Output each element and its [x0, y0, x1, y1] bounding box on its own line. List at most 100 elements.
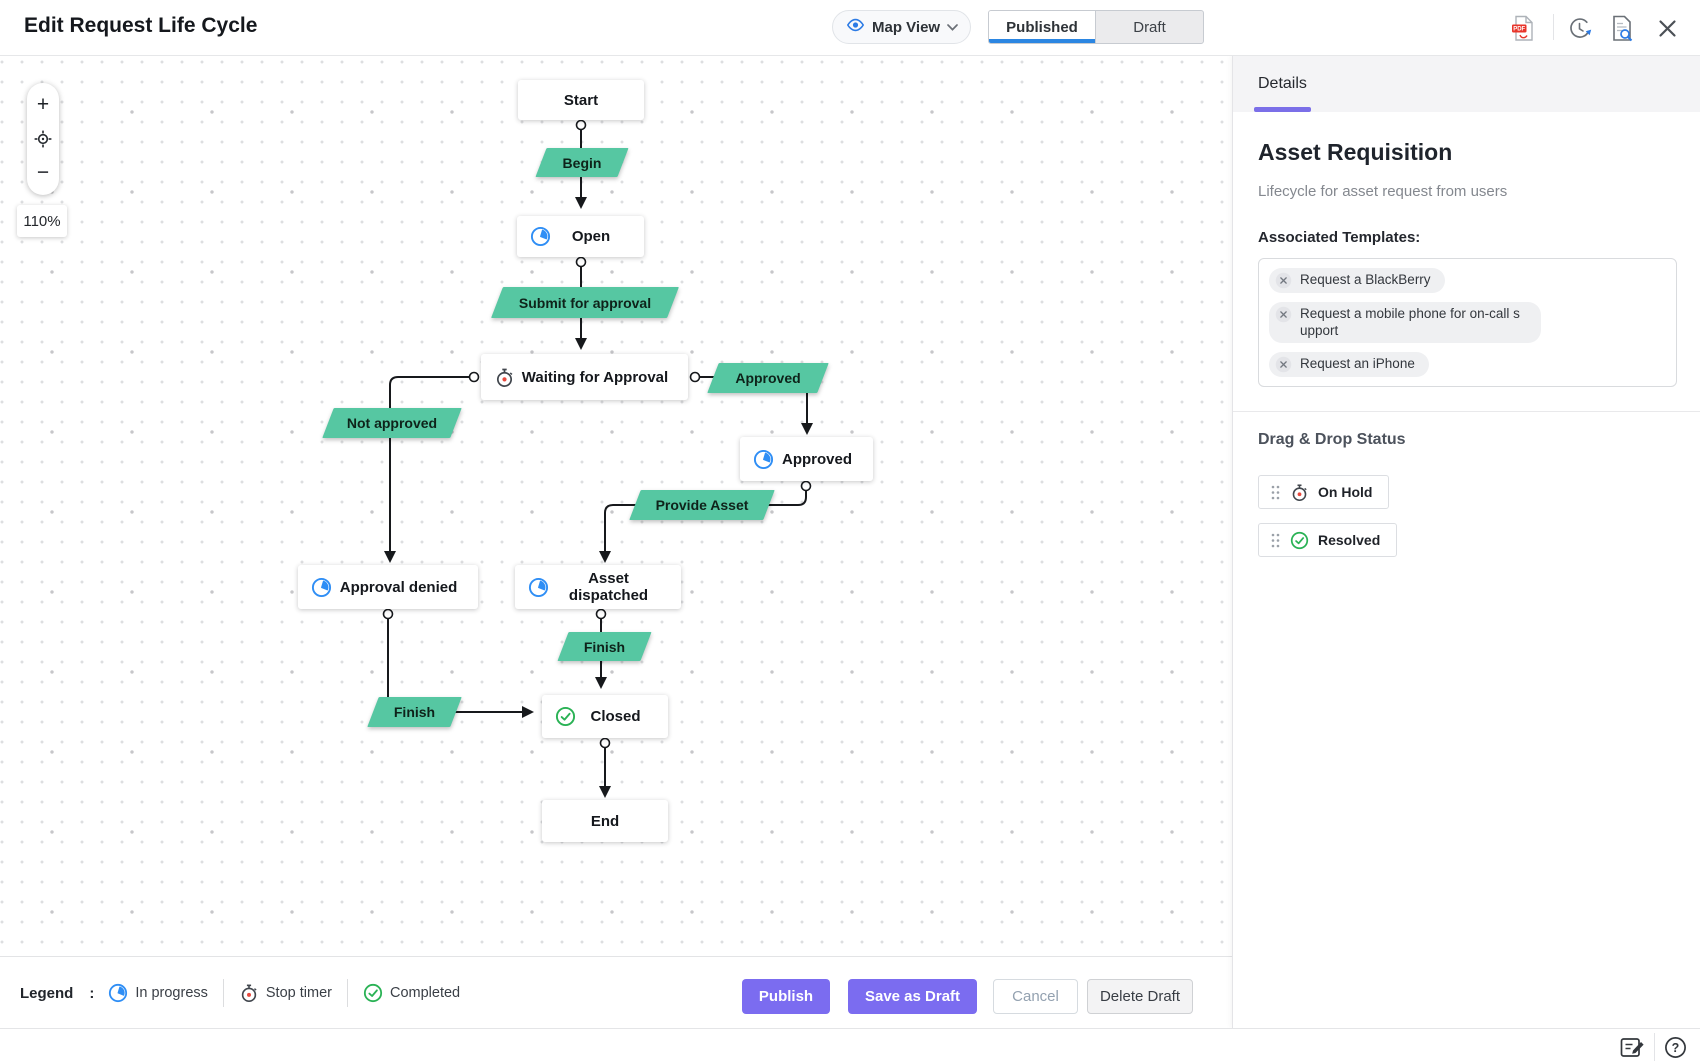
flow-node-asset-dispatched[interactable]: Asset dispatched: [515, 565, 681, 609]
header: Edit Request Life Cycle Map View Publish…: [0, 0, 1700, 56]
completed-icon: [1290, 531, 1309, 549]
drag-status-label: Resolved: [1318, 532, 1381, 548]
stop-timer-icon: [241, 984, 257, 1002]
stop-timer-icon: [1292, 483, 1307, 501]
flow-transition-label: Begin: [562, 154, 602, 171]
tab-details[interactable]: Details: [1254, 56, 1311, 112]
flow-node-label: Approved: [781, 450, 852, 468]
flow-node-open[interactable]: Open: [517, 216, 644, 257]
flow-transition-label: Provide Asset: [655, 497, 749, 513]
edge-origin-dot: [599, 737, 611, 749]
flow-node-start[interactable]: Start: [518, 80, 644, 120]
crosshair-icon: [34, 130, 52, 148]
drag-handle-icon: [1271, 533, 1280, 547]
flow-node-label: End: [590, 812, 620, 830]
flow-transition-label: Finish: [393, 704, 436, 720]
legend-separator: [346, 979, 348, 1007]
template-chip: Request a mobile phone for on-call suppo…: [1269, 302, 1541, 343]
eye-icon: [846, 18, 865, 37]
flow-node-waiting-for-approval[interactable]: Waiting for Approval: [481, 354, 688, 400]
remove-template-button[interactable]: [1275, 356, 1292, 373]
flow-transition-label: Finish: [583, 638, 626, 655]
edge-arrowhead: [575, 197, 587, 209]
panel-divider: [1233, 411, 1700, 412]
flow-node-label: Closed: [590, 708, 641, 725]
svg-text:?: ?: [1671, 1041, 1679, 1055]
cancel-button[interactable]: Cancel: [993, 979, 1078, 1014]
in-progress-icon: [528, 577, 549, 597]
help-icon[interactable]: ?: [1662, 1035, 1688, 1059]
legend-item-in-progress: In progress: [108, 983, 208, 1003]
flow-transition-begin[interactable]: Begin: [541, 148, 623, 177]
history-icon[interactable]: [1565, 14, 1593, 42]
in-progress-icon: [530, 226, 551, 247]
edge-arrowhead: [599, 551, 611, 563]
document-review-icon[interactable]: [1608, 14, 1636, 42]
zoom-out-button[interactable]: −: [36, 161, 50, 184]
svg-text:PDF: PDF: [1513, 26, 1525, 32]
in-progress-icon: [311, 577, 332, 597]
flow-transition-label: Submit for approval: [518, 294, 652, 311]
legend-item-stop-timer: Stop timer: [239, 983, 332, 1003]
lifecycle-title: Asset Requisition: [1258, 139, 1453, 165]
tab-draft[interactable]: Draft: [1133, 18, 1166, 36]
publish-button[interactable]: Publish: [742, 979, 830, 1014]
flow-node-approval-denied[interactable]: Approval denied: [298, 565, 478, 609]
in-progress-icon: [753, 449, 774, 469]
flow-transition-approved-transition[interactable]: Approved: [713, 363, 823, 393]
details-panel: Details Asset Requisition Lifecycle for …: [1232, 56, 1700, 1028]
template-chip-label: Request a mobile phone for on-call suppo…: [1300, 306, 1520, 338]
template-chip-label: Request a BlackBerry: [1300, 272, 1431, 287]
feedback-icon[interactable]: [1619, 1035, 1645, 1059]
panel-tab-bar: Details: [1233, 56, 1700, 112]
remove-template-icon: [1275, 306, 1292, 323]
close-icon[interactable]: [1653, 14, 1681, 42]
flow-transition-label: Not approved: [346, 415, 438, 431]
flow-node-label: Approval denied: [339, 578, 458, 596]
flow-transition-finish-dispatch[interactable]: Finish: [563, 632, 646, 661]
chevron-down-icon: [947, 23, 958, 31]
legend-separator: [222, 979, 224, 1007]
flow-node-approved-status[interactable]: Approved: [740, 437, 873, 481]
remove-template-button[interactable]: [1275, 306, 1292, 323]
toolbar-divider: [1553, 14, 1554, 40]
map-view-selector[interactable]: Map View: [832, 10, 972, 44]
flow-transition-finish-denied[interactable]: Finish: [373, 697, 456, 727]
edge-origin-dot: [468, 371, 480, 383]
flow-node-closed[interactable]: Closed: [542, 695, 668, 738]
edge-origin-dot: [575, 119, 587, 131]
delete-draft-button[interactable]: Delete Draft: [1087, 979, 1193, 1014]
drag-status-label: On Hold: [1318, 484, 1373, 500]
footer-bar: ?: [0, 1028, 1700, 1063]
legend-item-completed: Completed: [363, 983, 460, 1003]
drag-drop-status-label: Drag & Drop Status: [1258, 431, 1406, 448]
center-view-button[interactable]: [31, 125, 55, 153]
zoom-in-button[interactable]: +: [36, 93, 50, 116]
remove-template-button[interactable]: [1275, 272, 1292, 289]
save-as-draft-button[interactable]: Save as Draft: [848, 979, 977, 1014]
zoom-level-indicator: 110%: [17, 205, 67, 237]
flow-transition-not-approved[interactable]: Not approved: [328, 408, 456, 438]
drag-handle-icon: [1271, 485, 1280, 499]
flow-transition-provide-asset[interactable]: Provide Asset: [635, 490, 769, 520]
flow-transition-submit-for-approval[interactable]: Submit for approval: [497, 287, 673, 318]
edge-arrowhead: [595, 677, 607, 689]
flow-node-label: Open: [571, 228, 611, 245]
in-progress-icon: [109, 983, 128, 1003]
flow-node-end[interactable]: End: [542, 800, 668, 842]
completed-icon: [555, 706, 576, 727]
page-title: Edit Request Life Cycle: [24, 14, 258, 37]
legend-colon: :: [89, 984, 95, 1002]
drag-status-resolved[interactable]: Resolved: [1258, 523, 1398, 557]
flow-node-label: Asset dispatched: [568, 570, 649, 604]
publish-state-tabs: Published Draft: [988, 10, 1204, 44]
drag-status-on-hold[interactable]: On Hold: [1258, 475, 1390, 509]
edge-origin-dot: [689, 371, 701, 383]
pdf-export-icon[interactable]: PDF: [1509, 14, 1537, 42]
tab-published[interactable]: Published: [989, 11, 1096, 43]
